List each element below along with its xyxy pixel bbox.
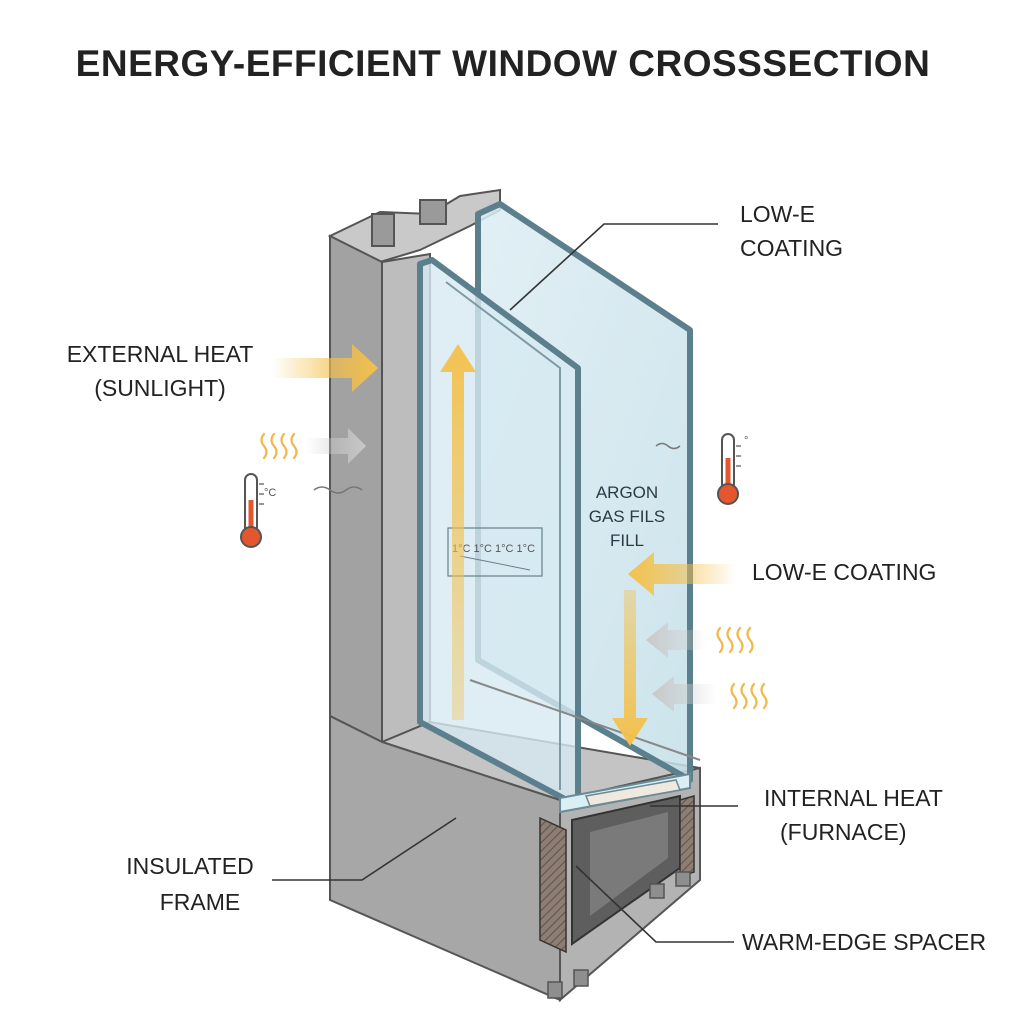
insulated-frame-label-line2: FRAME	[160, 889, 241, 915]
argon-gas-label-line2: GAS FILS	[589, 507, 666, 526]
thermometer-left-unit: °C	[264, 487, 276, 499]
leader-lines	[272, 223, 738, 943]
air-flow-marks	[313, 442, 681, 494]
glass-panes	[417, 201, 701, 814]
insulated-frame-label: INSULATED	[126, 853, 253, 879]
external-heat-label: EXTERNAL HEAT	[67, 341, 254, 367]
glass-temperature-marks: 1°C 1°C 1°C 1°C	[447, 527, 543, 577]
falling-heat-arrow-icon	[612, 590, 648, 746]
external-heat-arrow-icon	[272, 344, 378, 392]
low-e-coating-top-label: LOW-E	[740, 201, 815, 227]
external-heat-label-line2: (SUNLIGHT)	[94, 375, 226, 401]
low-e-coating-right-label: LOW-E COATING	[752, 559, 936, 585]
heat-wave-icons	[260, 432, 768, 710]
low-e-arrow-icon	[628, 552, 736, 596]
heat-wave-icon	[716, 626, 754, 654]
low-e-coating-top-label-line2: COATING	[740, 235, 843, 261]
internal-heat-label-line2: (FURNACE)	[780, 819, 907, 845]
rising-heat-arrow-icon	[440, 344, 476, 720]
heat-wave-icon	[260, 432, 298, 460]
cool-air-arrow-right-1-icon	[646, 622, 706, 658]
thermometer-icon: °	[717, 433, 748, 505]
thermometer-right-unit: °	[744, 435, 748, 447]
labels: LOW-E COATING EXTERNAL HEAT (SUNLIGHT) A…	[67, 201, 986, 955]
argon-gas-label: ARGON	[596, 483, 658, 502]
page-title: ENERGY-EFFICIENT WINDOW CROSSSECTION	[76, 43, 931, 84]
thermometer-icon: °C	[240, 473, 276, 548]
argon-gas-label-line3: FILL	[610, 531, 644, 550]
warm-edge-spacer-label: WARM-EDGE SPACER	[742, 929, 986, 955]
cool-air-arrow-right-2-icon	[652, 676, 716, 712]
heat-arrows	[272, 344, 736, 746]
cool-air-arrow-icon	[306, 428, 366, 464]
glass-marks-text: 1°C 1°C 1°C 1°C	[452, 543, 535, 555]
internal-heat-label: INTERNAL HEAT	[764, 785, 943, 811]
heat-wave-icon	[730, 682, 768, 710]
